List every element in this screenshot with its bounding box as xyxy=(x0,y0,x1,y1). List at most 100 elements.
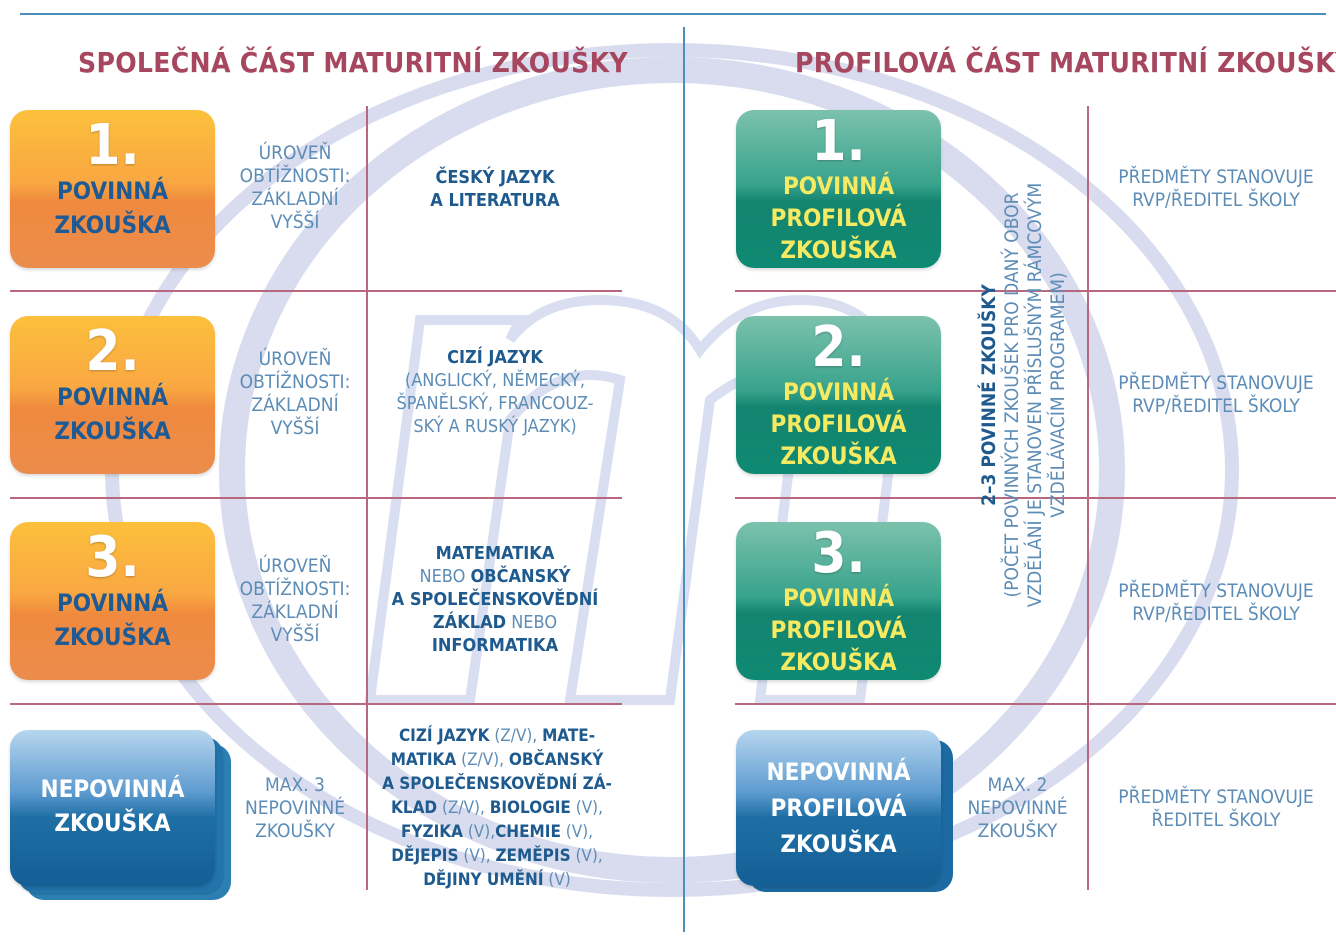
optional-profile-text: PŘEDMĚTY STANOVUJE ŘEDITEL ŠKOLY xyxy=(1096,786,1336,832)
subject-text: ČESKÝ JAZYK xyxy=(435,167,555,188)
card-label: ZKOUŠKA xyxy=(780,236,897,264)
subject-text: CIZÍ JAZYK xyxy=(398,726,490,746)
profile-exam-card-2: 2. POVINNÁ PROFILOVÁ ZKOUŠKA xyxy=(736,316,941,474)
card-label: NEPOVINNÁ xyxy=(766,758,911,786)
difficulty-level-3: ÚROVEŇ OBTÍŽNOSTI: ZÁKLADNÍ VYŠŠÍ xyxy=(226,555,364,647)
profile-subjects-text-1: PŘEDMĚTY STANOVUJE RVP/ŘEDITEL ŠKOLY xyxy=(1096,166,1336,212)
center-divider xyxy=(683,27,685,932)
subject-text: CIZÍ JAZYK xyxy=(447,347,543,368)
level-text: NEPOVINNÉ xyxy=(967,797,1068,819)
optional-profile-exam-card: NEPOVINNÁ PROFILOVÁ ZKOUŠKA xyxy=(736,730,941,886)
level-text: VYŠŠÍ xyxy=(270,624,320,646)
subject-text: MATIKA xyxy=(390,750,457,770)
card-label: POVINNÁ xyxy=(782,172,895,200)
card-label: PROFILOVÁ xyxy=(770,794,907,822)
difficulty-level-2: ÚROVEŇ OBTÍŽNOSTI: ZÁKLADNÍ VYŠŠÍ xyxy=(226,348,364,440)
level-text: VYŠŠÍ xyxy=(270,417,320,439)
level-text: ZÁKLADNÍ xyxy=(251,188,339,210)
profile-subjects-text-3: PŘEDMĚTY STANOVUJE RVP/ŘEDITEL ŠKOLY xyxy=(1096,580,1336,626)
level-text: ZÁKLADNÍ xyxy=(251,394,339,416)
subject-text: (V) xyxy=(543,870,571,890)
level-text: OBTÍŽNOSTI: xyxy=(239,165,351,187)
required-exam-card-1: 1. POVINNÁ ZKOUŠKA xyxy=(10,110,215,268)
card-label: POVINNÁ xyxy=(56,589,169,617)
subject-text: (V), xyxy=(560,822,594,842)
card-label: NEPOVINNÁ xyxy=(40,775,185,803)
level-text: ZKOUŠKY xyxy=(977,820,1058,842)
card-number: 3. xyxy=(811,522,866,586)
subject-text: (V), xyxy=(462,822,496,842)
subject-text: FYZIKA xyxy=(400,822,463,842)
subject-text: (V), xyxy=(458,846,496,866)
profile-exam-card-3: 3. POVINNÁ PROFILOVÁ ZKOUŠKA xyxy=(736,522,941,680)
right-section-title: PROFILOVÁ ČÁST MATURITNÍ ZKOUŠKY xyxy=(795,46,1336,79)
right-row-divider-1 xyxy=(735,290,1336,292)
left-row-divider-3 xyxy=(10,703,622,705)
right-text: ŘEDITEL ŠKOLY xyxy=(1151,809,1281,831)
level-text: ÚROVEŇ xyxy=(258,348,332,370)
subject-text: ZÁKLAD xyxy=(432,612,507,633)
card-label: PROFILOVÁ xyxy=(770,204,907,232)
subject-text: INFORMATIKA xyxy=(431,635,559,656)
subject-text: ŠPANĚLSKÝ, FRANCOUZ- xyxy=(396,393,594,414)
subject-3: MATEMATIKA NEBO OBČANSKÝ A SPOLEČENSKOVĚ… xyxy=(375,542,615,657)
subject-1: ČESKÝ JAZYK A LITERATURA xyxy=(375,166,615,212)
subject-text: (Z/V), xyxy=(437,798,490,818)
subject-text: SKÝ A RUSKÝ JAZYK) xyxy=(413,416,577,437)
card-label: ZKOUŠKA xyxy=(780,648,897,676)
card-label: ZKOUŠKA xyxy=(54,211,171,239)
optional-subjects: CIZÍ JAZYK (Z/V), MATE- MATIKA (Z/V), OB… xyxy=(372,724,622,892)
card-number: 2. xyxy=(85,319,140,384)
right-text: PŘEDMĚTY STANOVUJE xyxy=(1118,166,1314,188)
card-label: POVINNÁ xyxy=(56,383,169,411)
level-text: ÚROVEŇ xyxy=(258,555,332,577)
right-row-divider-3 xyxy=(735,703,1336,705)
card-label: POVINNÁ xyxy=(782,378,895,406)
optional-exam-card: NEPOVINNÁ ZKOUŠKA xyxy=(10,730,215,886)
subject-text: A SPOLEČENSKOVĚDNÍ ZÁ- xyxy=(382,774,612,794)
right-text: PŘEDMĚTY STANOVUJE xyxy=(1118,372,1314,394)
subject-text: NEBO xyxy=(506,612,558,633)
card-label: ZKOUŠKA xyxy=(54,809,171,837)
right-text: RVP/ŘEDITEL ŠKOLY xyxy=(1132,189,1300,211)
subject-text: DĚJINY UMĚNÍ xyxy=(423,870,544,890)
card-label: POVINNÁ xyxy=(56,177,169,205)
required-count-note: 2–3 POVINNÉ ZKOUŠKY (POČET POVINNÝCH ZKO… xyxy=(968,105,1080,685)
card-label: PROFILOVÁ xyxy=(770,616,907,644)
subject-text: (Z/V), xyxy=(489,726,543,746)
profile-exam-card-1: 1. POVINNÁ PROFILOVÁ ZKOUŠKA xyxy=(736,110,941,268)
subject-text: BIOLOGIE xyxy=(489,798,571,818)
subject-text: KLAD xyxy=(390,798,438,818)
card-label: ZKOUŠKA xyxy=(780,442,897,470)
subject-text: A SPOLEČENSKOVĚDNÍ xyxy=(391,589,599,610)
level-text: NEPOVINNÉ xyxy=(244,797,346,819)
required-exam-card-3: 3. POVINNÁ ZKOUŠKA xyxy=(10,522,215,680)
card-label: ZKOUŠKA xyxy=(780,830,897,858)
right-row-divider-2 xyxy=(735,497,1336,499)
level-text: OBTÍŽNOSTI: xyxy=(239,371,351,393)
subject-text: (ANGLICKÝ, NĚMECKÝ, xyxy=(404,370,586,391)
note-text: VZDĚLÁNÍ JE STANOVEN PŘÍSLUŠNÝM RÁMCOVÝM xyxy=(1024,182,1046,608)
left-section-title: SPOLEČNÁ ČÁST MATURITNÍ ZKOUŠKY xyxy=(78,46,628,79)
card-number: 2. xyxy=(811,316,866,380)
card-number: 1. xyxy=(85,113,140,178)
level-text: OBTÍŽNOSTI: xyxy=(239,578,351,600)
note-text: (POČET POVINNÝCH ZKOUŠEK PRO DANÝ OBOR xyxy=(1001,192,1023,598)
level-text: VYŠŠÍ xyxy=(270,211,320,233)
card-number: 3. xyxy=(85,525,140,590)
card-label: PROFILOVÁ xyxy=(770,410,907,438)
level-text: MAX. 2 xyxy=(987,774,1048,796)
note-text: VZDĚLÁVACÍM PROGRAMEM) xyxy=(1047,272,1069,518)
card-label: ZKOUŠKA xyxy=(54,623,171,651)
subject-text: CHEMIE xyxy=(495,822,561,842)
note-heading: 2–3 POVINNÉ ZKOUŠKY xyxy=(978,284,1000,506)
subject-text: (V), xyxy=(570,846,603,866)
right-text: PŘEDMĚTY STANOVUJE xyxy=(1118,580,1314,602)
optional-limit-left: MAX. 3 NEPOVINNÉ ZKOUŠKY xyxy=(226,774,364,843)
subject-2: CIZÍ JAZYK (ANGLICKÝ, NĚMECKÝ, ŠPANĚLSKÝ… xyxy=(375,346,615,438)
left-column-divider xyxy=(366,106,368,890)
right-column-divider xyxy=(1087,106,1089,890)
subject-text: ZEMĚPIS xyxy=(495,846,571,866)
subject-text: DĚJEPIS xyxy=(391,846,459,866)
card-number: 1. xyxy=(811,110,866,174)
